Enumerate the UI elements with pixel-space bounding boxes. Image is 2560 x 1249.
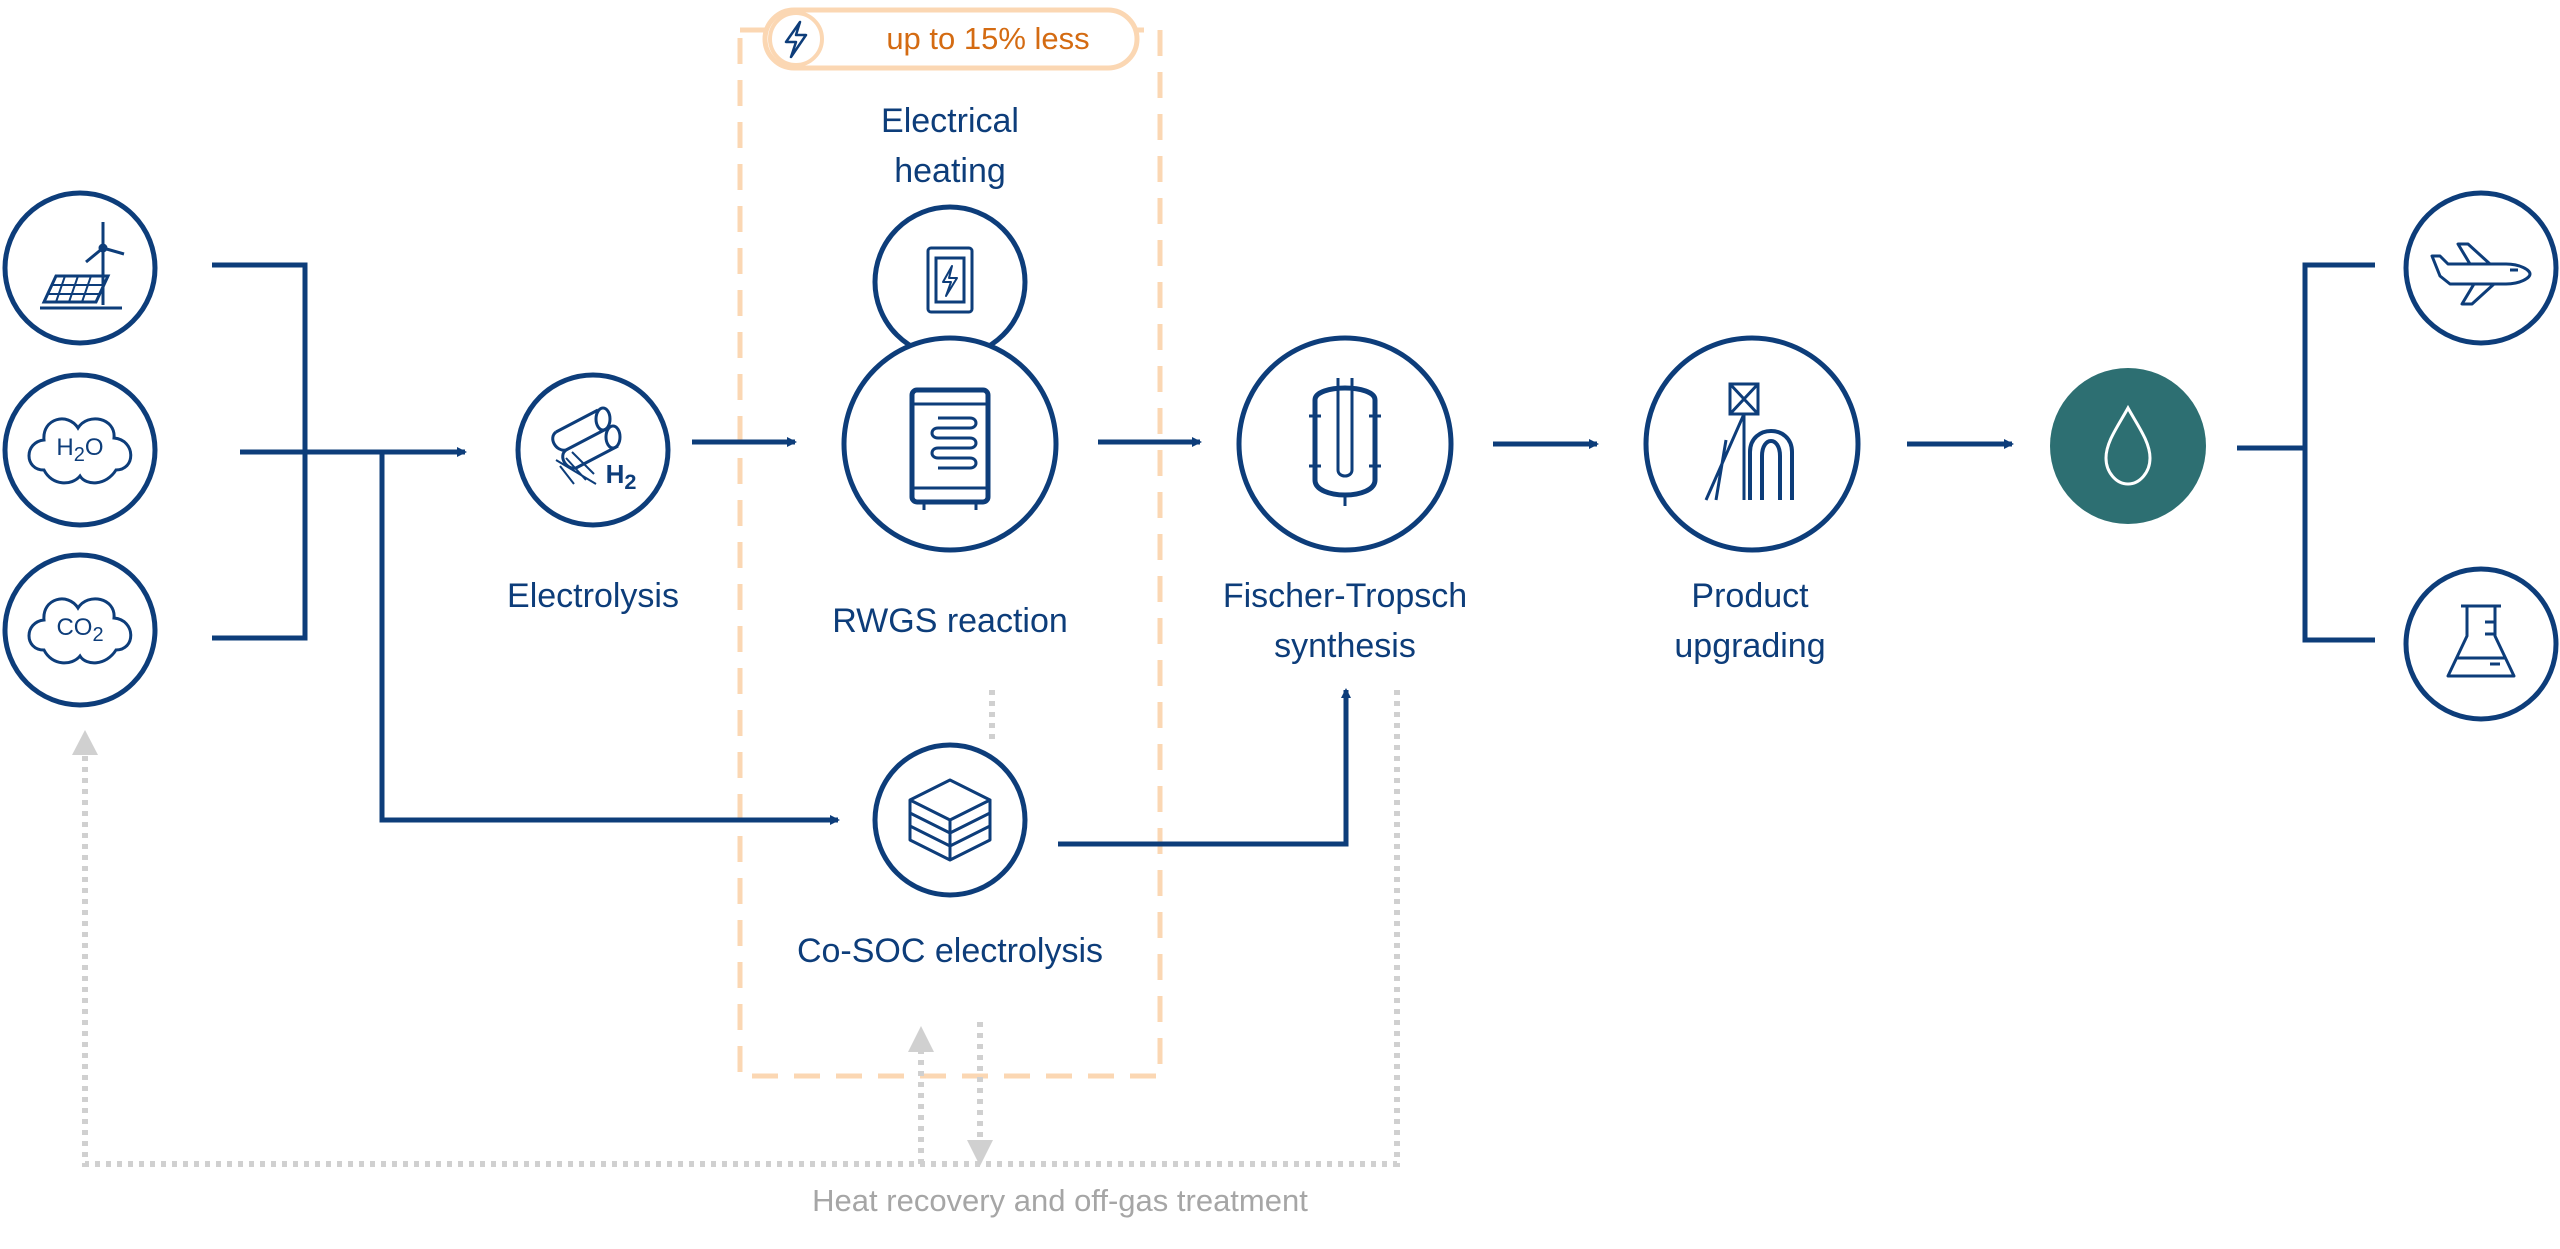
reactor-vessel-icon xyxy=(1309,378,1381,506)
co2-cloud-icon xyxy=(27,597,133,665)
h2-icon-text: H2 xyxy=(605,459,637,495)
reactor-heating-coil-icon xyxy=(909,387,991,510)
electrolysis-label: Electrolysis xyxy=(507,577,679,615)
electrolysis-node xyxy=(515,372,671,528)
heat-recovery-loop xyxy=(82,690,1400,1167)
hydrogen-cylinders-icon xyxy=(551,406,622,485)
fischer-tropsch-node xyxy=(1236,335,1454,553)
aviation-node xyxy=(2403,190,2559,346)
rwgs-label: RWGS reaction xyxy=(832,602,1068,640)
electrical-heating-label-line2: heating xyxy=(894,152,1006,190)
fischer-tropsch-label-line2: synthesis xyxy=(1274,627,1416,665)
dotted-arrowhead-mid-down xyxy=(967,1140,993,1166)
co-soc-label: Co-SOC electrolysis xyxy=(796,932,1104,970)
fischer-tropsch-label-line1: Fischer-Tropsch xyxy=(1222,577,1468,615)
water-cloud-icon xyxy=(27,417,133,485)
product-upgrading-label-line2: upgrading xyxy=(1674,627,1826,665)
renewables-node xyxy=(2,190,158,346)
fuel-drop-icon xyxy=(2104,404,2152,486)
savings-badge-text: up to 15% less xyxy=(886,21,1090,56)
dotted-arrowhead-mid-up xyxy=(908,1026,934,1052)
product-node xyxy=(2050,368,2206,524)
flask-icon xyxy=(2446,604,2516,678)
electric-heater-icon xyxy=(926,246,974,314)
lightning-icon xyxy=(768,11,824,67)
electrical-heating-node xyxy=(872,204,1028,360)
electrical-heating-label-line1: Electrical xyxy=(881,102,1019,140)
wind-turbine-solar-panel-icon xyxy=(40,222,125,310)
heat-recovery-label: Heat recovery and off-gas treatment xyxy=(812,1183,1308,1218)
refinery-tower-icon xyxy=(1704,382,1794,501)
rwgs-node xyxy=(841,335,1059,553)
product-upgrading-node xyxy=(1643,335,1861,553)
co-soc-node xyxy=(872,742,1028,898)
h2o-icon-text: H2O xyxy=(56,434,104,466)
airplane-icon xyxy=(2430,242,2532,306)
product-upgrading-label-line1: Product xyxy=(1691,577,1809,615)
flow-lines xyxy=(212,262,2375,847)
co2-icon-text: CO2 xyxy=(56,614,104,646)
water-input-node xyxy=(2,372,158,528)
dotted-arrowhead-left xyxy=(72,730,98,755)
savings-badge xyxy=(762,7,1140,71)
chemicals-node xyxy=(2403,566,2559,722)
co2-input-node xyxy=(2,552,158,708)
cell-stack-icon xyxy=(908,778,992,862)
